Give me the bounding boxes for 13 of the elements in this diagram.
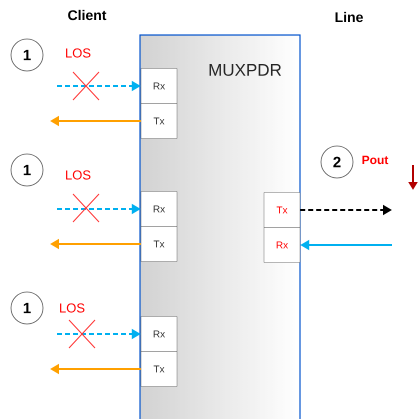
column-heading: Line: [336, 12, 363, 22]
column-heading: Client: [68, 10, 106, 20]
port-box: Tx: [140, 226, 178, 262]
alarm-label: LOS: [60, 303, 84, 313]
port-box: Tx: [140, 103, 178, 139]
port-box: Rx: [140, 68, 178, 104]
alarm-label: LOS: [66, 48, 90, 58]
alarm-label: LOS: [66, 170, 90, 180]
port-box: Rx: [140, 316, 178, 352]
port-box: Rx: [140, 191, 178, 227]
port-box: Tx: [140, 351, 178, 387]
port-box: Tx: [264, 192, 300, 228]
port-box: Rx: [264, 227, 300, 263]
